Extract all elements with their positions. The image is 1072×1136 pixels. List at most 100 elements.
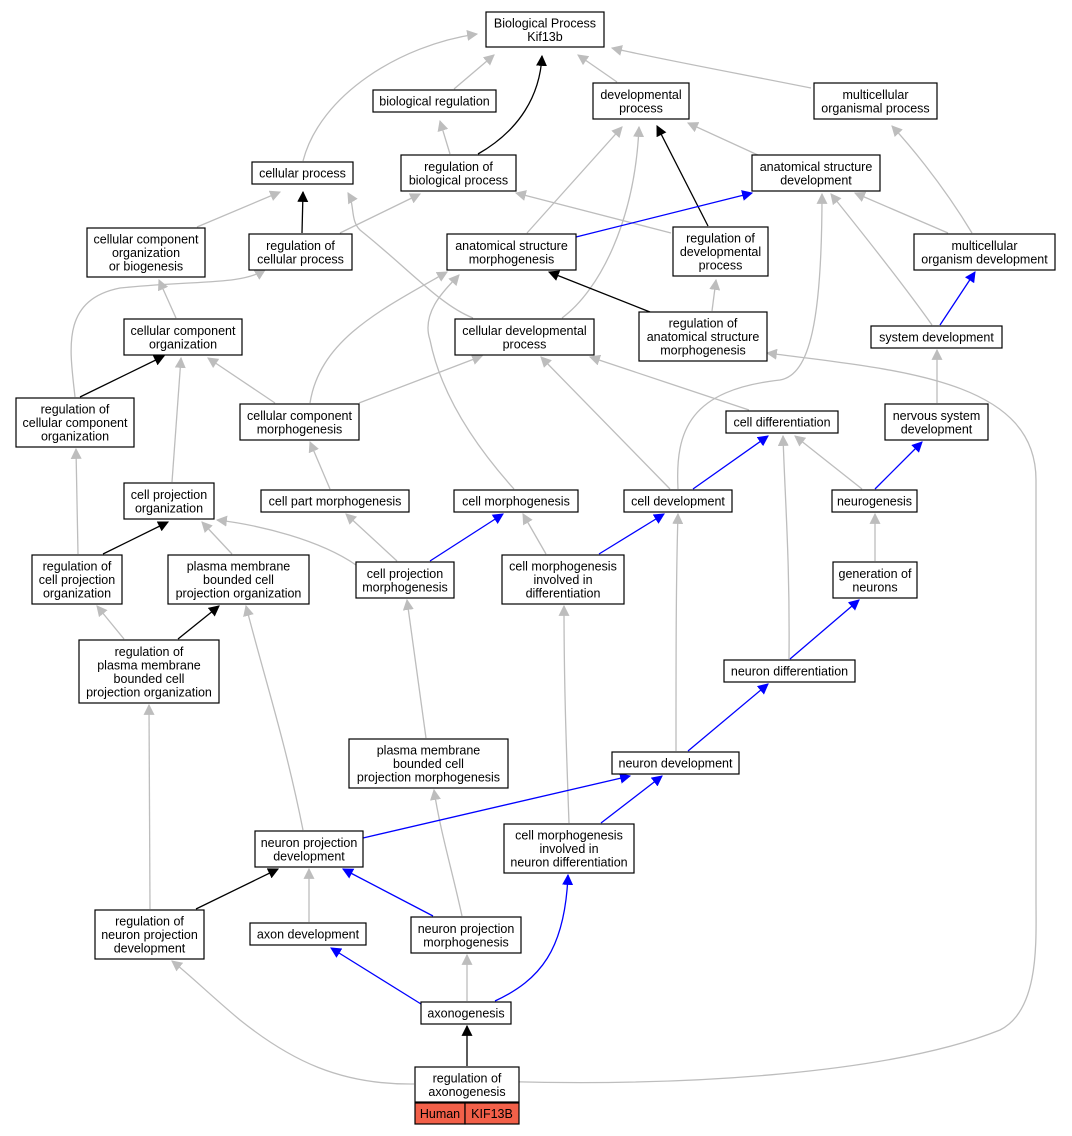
edge-asm-ccm — [309, 271, 448, 404]
node-label-line: multicellular — [952, 239, 1018, 253]
node-box — [623, 489, 733, 513]
node-box — [123, 318, 243, 356]
node-label-line: organization — [135, 501, 203, 515]
node-label-line: anatomical structure — [647, 330, 760, 344]
edge-asd-cdev — [677, 192, 828, 490]
node-axg[interactable]: axonogenesis — [420, 1001, 512, 1025]
node-label-line: organization — [112, 246, 180, 260]
node-label-line: cell morphogenesis — [515, 829, 623, 843]
node-label-line: morphogenesis — [423, 935, 508, 949]
node-label-line: organization — [149, 337, 217, 351]
node-label-line: bounded cell — [393, 757, 464, 771]
node-label-line: morphogenesis — [362, 580, 447, 594]
node-label-line: system development — [879, 331, 994, 345]
node-sysd[interactable]: system development — [870, 325, 1003, 349]
node-label-line: bounded cell — [203, 573, 274, 587]
node-label-line: developmental — [600, 88, 681, 102]
edge-cpo-cprojm — [215, 515, 357, 566]
node-box — [251, 161, 354, 185]
edge-cdp-cdev — [540, 356, 671, 490]
edge-bp-mop — [610, 45, 812, 89]
node-breg[interactable]: biological regulation — [372, 89, 497, 113]
node-label-line: regulation of — [43, 560, 112, 574]
node-cp[interactable]: cellular process — [251, 161, 354, 185]
node-label-line: regulation of — [115, 645, 184, 659]
node-label-line: anatomical structure — [455, 239, 568, 253]
node-box — [355, 561, 455, 599]
node-box — [485, 11, 605, 48]
edge-cdp-ccm — [358, 354, 484, 404]
edge-rbp-rdp — [514, 190, 672, 234]
node-label-line: Biological Process — [494, 16, 596, 30]
edge-breg-rbp — [437, 119, 451, 155]
node-box — [454, 318, 595, 356]
node-label-line: organismal process — [821, 101, 929, 115]
node-label-line: cellular component — [131, 324, 236, 338]
tag-label: KIF13B — [471, 1107, 513, 1121]
node-label-line: biological process — [409, 173, 508, 187]
node-label-line: cellular component — [94, 233, 199, 247]
node-cdev[interactable]: cell development — [623, 489, 733, 513]
node-label-line: neurogenesis — [837, 495, 912, 509]
node-ngen[interactable]: neurogenesis — [831, 489, 918, 513]
node-ndev[interactable]: neuron development — [611, 751, 740, 775]
node-label-line: neuron projection — [101, 928, 198, 942]
node-ndiff[interactable]: neuron differentiation — [723, 659, 856, 683]
node-label-line: organization — [41, 430, 109, 444]
node-box — [446, 233, 577, 271]
edge-cm-cprojm — [429, 513, 504, 562]
node-box — [15, 397, 135, 448]
edge-bp-cp — [302, 29, 479, 162]
node-label-line: organism development — [921, 252, 1048, 266]
node-cm[interactable]: cell morphogenesis — [453, 489, 579, 513]
node-cdiff[interactable]: cell differentiation — [725, 410, 839, 434]
node-label-line: cell differentiation — [733, 416, 830, 430]
node-axd[interactable]: axon development — [249, 922, 367, 946]
edge-cco-cpo — [171, 356, 186, 483]
node-label-line: regulation of — [433, 1071, 502, 1085]
node-label-line: involved in — [533, 573, 592, 587]
edge-bp-dev — [577, 54, 618, 83]
edge-pmbcpm-npm — [430, 788, 463, 917]
node-label-line: morphogenesis — [257, 422, 342, 436]
edge-asd-asm — [575, 190, 754, 238]
node-label-line: bounded cell — [114, 672, 185, 686]
node-cpm[interactable]: cell part morphogenesis — [260, 489, 410, 513]
node-label-line: regulation of — [266, 239, 335, 253]
node-box — [503, 823, 635, 874]
node-box — [348, 738, 509, 789]
node-label-line: cell morphogenesis — [509, 560, 617, 574]
node-box — [501, 554, 625, 605]
node-label-line: cell part morphogenesis — [269, 495, 402, 509]
edge-ndev-cmind — [600, 775, 663, 824]
